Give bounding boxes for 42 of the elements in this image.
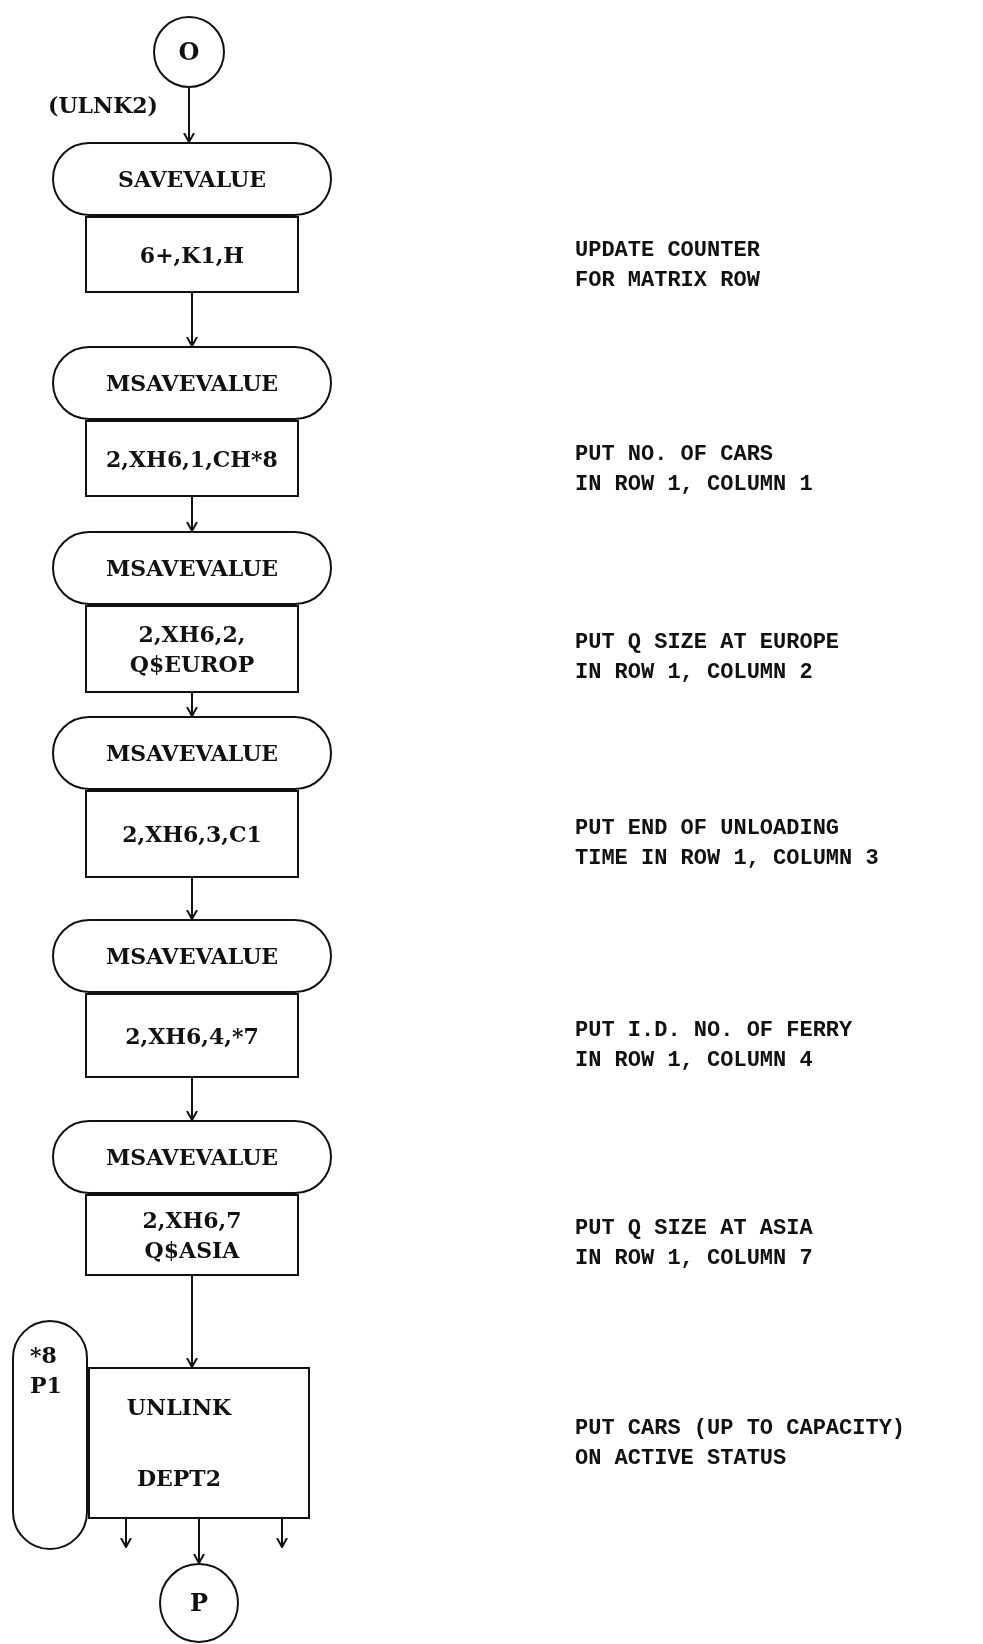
operand-box xyxy=(85,420,299,497)
block-text: MSAVEVALUE xyxy=(105,941,279,971)
operand-box xyxy=(85,993,299,1078)
operand-box xyxy=(85,790,299,878)
block-text: MSAVEVALUE xyxy=(105,368,279,398)
block-text: 2,XH6,2, Q$EUROP xyxy=(128,620,256,679)
arrow xyxy=(193,1518,205,1564)
arrow xyxy=(120,1518,132,1548)
comment-text: PUT END OF UNLOADING TIME IN ROW 1, COLUMN 3 xyxy=(575,815,880,873)
block-text: SAVEVALUE xyxy=(118,164,266,194)
arrow xyxy=(186,692,198,717)
block-text: 6+,K1,H xyxy=(139,240,245,270)
comment-text: PUT I.D. NO. OF FERRY IN ROW 1, COLUMN 4 xyxy=(575,1017,854,1075)
block-text: P xyxy=(189,1587,208,1619)
block-text: UNLINK xyxy=(126,1393,232,1422)
block-text: MSAVEVALUE xyxy=(105,738,279,768)
arrow xyxy=(276,1518,288,1548)
block-text: 2,XH6,4,*7 xyxy=(125,1021,259,1051)
comment-text: PUT NO. OF CARS IN ROW 1, COLUMN 1 xyxy=(575,441,814,499)
block-text: *8 P1 xyxy=(30,1341,63,1400)
block-text: O xyxy=(178,36,200,68)
block-label: (ULNK2) xyxy=(48,91,159,120)
block-text: 2,XH6,3,C1 xyxy=(122,820,262,849)
comment-text: PUT CARS (UP TO CAPACITY) ON ACTIVE STATUS xyxy=(575,1415,907,1473)
block-text: MSAVEVALUE xyxy=(105,553,279,583)
arrow xyxy=(186,877,198,920)
comment-text: PUT Q SIZE AT EUROPE IN ROW 1, COLUMN 2 xyxy=(575,629,841,687)
operand-box xyxy=(85,1194,299,1276)
operand-box xyxy=(85,216,299,293)
block-text: MSAVEVALUE xyxy=(105,1142,279,1172)
arrow xyxy=(186,496,198,532)
arrow xyxy=(186,1275,198,1368)
block-text: 2,XH6,1,CH*8 xyxy=(106,444,278,474)
process-box xyxy=(88,1367,310,1519)
block-text: 2,XH6,7 Q$ASIA xyxy=(141,1206,243,1265)
block-text: DEPT2 xyxy=(136,1464,222,1493)
arrow xyxy=(183,87,195,143)
comment-text: PUT Q SIZE AT ASIA IN ROW 1, COLUMN 7 xyxy=(575,1215,814,1273)
arrow xyxy=(186,1077,198,1121)
operand-box xyxy=(85,605,299,693)
arrow xyxy=(186,292,198,347)
comment-text: UPDATE COUNTER FOR MATRIX ROW xyxy=(575,237,761,295)
